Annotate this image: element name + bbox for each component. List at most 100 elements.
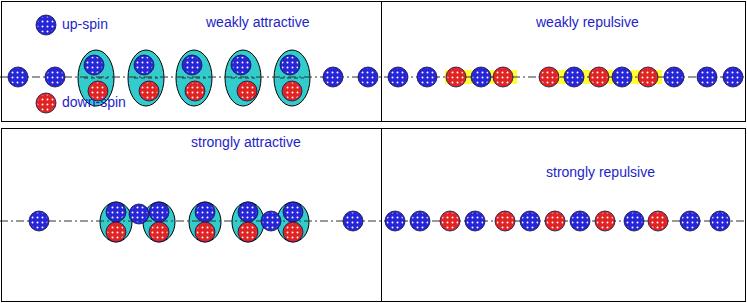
particle-dots xyxy=(387,213,404,230)
spin-particle xyxy=(664,67,684,87)
particle-dots xyxy=(151,204,168,221)
particle-body xyxy=(106,222,126,242)
spin-particle xyxy=(570,211,590,231)
particle-dots xyxy=(86,57,103,74)
particle-dots xyxy=(31,213,48,230)
particle-dots xyxy=(10,69,27,86)
spin-particle xyxy=(612,67,632,87)
particle-dots xyxy=(547,213,564,230)
particle-dots xyxy=(108,204,125,221)
particle-dots xyxy=(566,69,583,86)
particle-body xyxy=(465,211,485,231)
particle-dots xyxy=(197,224,214,241)
swatch-dots xyxy=(38,17,55,34)
pair-ellipse xyxy=(176,50,212,106)
spin-particle xyxy=(237,81,257,101)
particle-dots xyxy=(325,69,342,86)
particle-dots xyxy=(345,213,362,230)
particle-body xyxy=(358,67,378,87)
particle-dots xyxy=(650,213,667,230)
regime-panel: weakly repulsive xyxy=(381,1,746,122)
particle-dots xyxy=(282,57,299,74)
particle-body xyxy=(493,67,513,87)
particle-body xyxy=(388,67,408,87)
regime-panel: strongly repulsive xyxy=(381,128,746,302)
particle-body xyxy=(29,211,49,231)
spin-particle xyxy=(283,222,303,242)
spin-particle xyxy=(417,67,437,87)
spin-particle xyxy=(545,211,565,231)
spin-particle xyxy=(495,211,515,231)
particle-body xyxy=(638,67,658,87)
spin-particle xyxy=(343,211,363,231)
particle-body xyxy=(710,211,730,231)
swatch-dots xyxy=(38,95,55,112)
spin-particle xyxy=(195,202,215,222)
spin-particle xyxy=(697,67,717,87)
particle-body xyxy=(664,67,684,87)
particle-dots xyxy=(541,69,558,86)
particle-body xyxy=(545,211,565,231)
particle-body xyxy=(185,81,205,101)
particle-body xyxy=(261,211,281,231)
particle-dots xyxy=(233,57,250,74)
spin-particle xyxy=(195,222,215,242)
legend-label: down-spin xyxy=(62,94,126,111)
particle-dots xyxy=(572,213,589,230)
particle-dots xyxy=(640,69,657,86)
particle-body xyxy=(134,55,154,75)
pair-bond xyxy=(84,78,108,79)
spin-particle xyxy=(149,202,169,222)
particle-dots xyxy=(131,206,148,223)
spin-particle xyxy=(29,211,49,231)
particle-dots xyxy=(626,213,643,230)
particle-body xyxy=(149,202,169,222)
particle-layer xyxy=(8,55,743,242)
particle-body xyxy=(45,67,65,87)
particle-body xyxy=(564,67,584,87)
spin-particle xyxy=(238,222,258,242)
particle-body xyxy=(680,211,700,231)
particle-body xyxy=(471,67,491,87)
particle-dots xyxy=(412,213,429,230)
particle-dots xyxy=(240,224,257,241)
pair-bond xyxy=(231,78,255,79)
particle-dots xyxy=(495,69,512,86)
particle-body xyxy=(195,202,215,222)
swatch-body xyxy=(36,15,56,35)
particle-dots xyxy=(682,213,699,230)
spin-particle xyxy=(440,211,460,231)
spin-particle xyxy=(638,67,658,87)
particle-body xyxy=(417,67,437,87)
particle-body xyxy=(612,67,632,87)
particle-body xyxy=(343,211,363,231)
particle-body xyxy=(149,222,169,242)
particle-body xyxy=(539,67,559,87)
particle-dots xyxy=(108,224,125,241)
spin-particle xyxy=(446,67,466,87)
spin-particle xyxy=(280,55,300,75)
particle-body xyxy=(410,211,430,231)
particle-dots xyxy=(497,213,514,230)
particle-dots xyxy=(712,213,729,230)
spin-particle xyxy=(710,211,730,231)
particle-body xyxy=(385,211,405,231)
particle-body xyxy=(106,202,126,222)
spin-particle xyxy=(129,204,149,224)
particle-dots xyxy=(467,213,484,230)
spin-particle xyxy=(45,67,65,87)
swatch-body xyxy=(36,93,56,113)
particle-dots xyxy=(151,224,168,241)
particle-dots xyxy=(263,213,280,230)
particle-dots xyxy=(360,69,377,86)
particle-body xyxy=(282,81,302,101)
particle-body xyxy=(723,67,743,87)
spin-particle xyxy=(539,67,559,87)
spin-particle xyxy=(84,55,104,75)
particle-body xyxy=(182,55,202,75)
spin-particle xyxy=(238,202,258,222)
background-layer xyxy=(78,50,662,242)
spin-particle xyxy=(106,222,126,242)
particle-body xyxy=(8,67,28,87)
particle-body xyxy=(520,211,540,231)
